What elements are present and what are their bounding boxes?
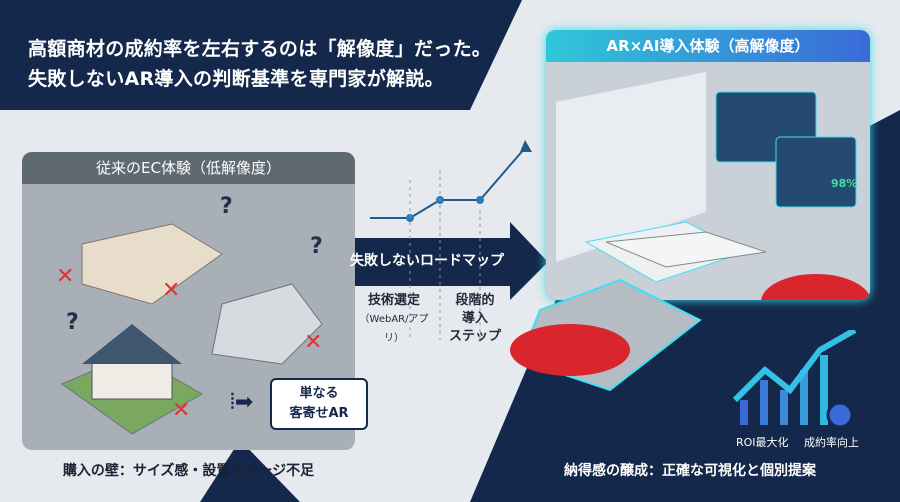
step1-title: 技術選定 xyxy=(367,293,420,308)
low-res-illustration xyxy=(60,223,323,435)
right-caption: 納得感の醸成：正確な可視化と個別提案 xyxy=(564,463,816,479)
lure-line2: 客寄せAR xyxy=(289,406,349,421)
question-mark-icon: ? xyxy=(66,310,79,335)
match-rate-readout: 98% xyxy=(831,177,858,190)
left-caption: 購入の壁：サイズ感・設置イメージ不足 xyxy=(62,463,315,479)
cross-mark-icon: ✕ xyxy=(56,264,75,289)
ar-room-illustration xyxy=(546,62,870,300)
cross-mark-icon: ✕ xyxy=(304,330,323,355)
arrow-right-icon: ⦙➡ xyxy=(230,390,254,415)
panel-title: AR×AI導入体験（高解像度） xyxy=(546,30,870,62)
roadmap-label: 失敗しないロードマップ xyxy=(350,253,504,269)
garage-car-illustration xyxy=(510,278,702,392)
step2-line2: 導入 xyxy=(461,311,488,326)
simple-lure-ar-box: 単なる 客寄せAR xyxy=(270,378,368,430)
step1-sub: （WebAR/アプリ） xyxy=(359,314,429,344)
cart-icon xyxy=(826,401,854,429)
roi-label: ROI最大化 xyxy=(736,436,789,449)
roi-growth-chart-icon xyxy=(732,330,857,429)
step2-line1: 段階的 xyxy=(455,293,495,308)
step2-line3: ステップ xyxy=(448,329,501,344)
question-mark-icon: ? xyxy=(220,194,233,219)
step-tech-selection: 技術選定 （WebAR/アプリ） xyxy=(354,292,434,348)
headline: 高額商材の成約率を左右するのは「解像度」だった。 失敗しないAR導入の判断基準を… xyxy=(28,34,491,94)
step-phased-rollout: 段階的 導入 ステップ xyxy=(440,292,510,346)
roadmap-arrow xyxy=(340,222,548,300)
conventional-ec-panel: 従来のEC体験（低解像度） ? ? ? ✕ ✕ ✕ ✕ ⦙➡ xyxy=(22,152,355,450)
headline-line1: 高額商材の成約率を左右するのは「解像度」だった。 xyxy=(28,38,492,60)
panel-title: 従来のEC体験（低解像度） xyxy=(22,152,355,184)
question-mark-icon: ? xyxy=(310,234,323,259)
ar-ai-panel: AR×AI導入体験（高解像度） 98% xyxy=(546,30,870,300)
lure-line1: 単なる xyxy=(299,386,339,401)
cross-mark-icon: ✕ xyxy=(172,398,191,423)
conversion-label: 成約率向上 xyxy=(804,436,859,449)
headline-line2: 失敗しないAR導入の判断基準を専門家が解説。 xyxy=(28,68,444,90)
cross-mark-icon: ✕ xyxy=(162,278,181,303)
